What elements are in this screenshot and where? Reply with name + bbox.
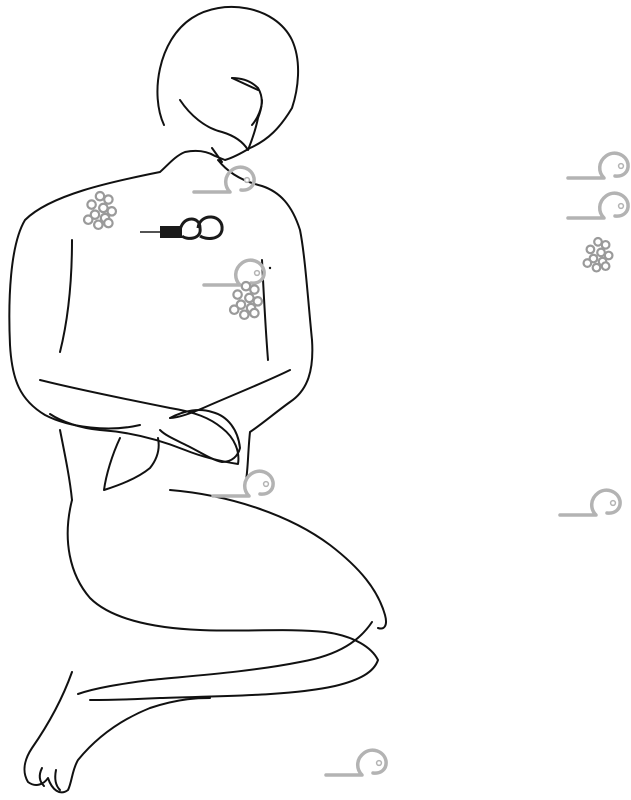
hook-pin-margin-3: [560, 490, 620, 515]
clip-device-chest: [140, 217, 222, 239]
head-and-back-outline: [9, 7, 298, 428]
torso-right-hip: [246, 340, 312, 480]
toe-detail: [40, 768, 60, 790]
torso-left-hip: [60, 430, 72, 500]
hook-pin-lap: [213, 471, 273, 496]
ring-cluster-chest: [230, 282, 262, 319]
thigh-top: [170, 490, 386, 628]
forearm-upper: [40, 380, 238, 464]
lower-hand: [104, 438, 159, 490]
markers-layer: [84, 153, 628, 775]
ring-cluster-shoulder: [84, 192, 116, 229]
ring-cluster-margin: [584, 238, 613, 271]
torso-left-line: [60, 240, 72, 352]
hook-pin-margin-1: [568, 153, 628, 178]
human-figure: [9, 7, 386, 792]
ink-speck: [269, 267, 271, 269]
feet: [25, 672, 210, 792]
jaw-line: [232, 78, 262, 125]
face-profile: [180, 78, 262, 150]
hook-pin-chest: [204, 260, 264, 285]
hook-pin-neck: [194, 167, 254, 192]
thigh-bottom: [68, 500, 378, 700]
hook-pin-floor: [326, 750, 386, 775]
hook-pin-margin-2: [568, 193, 628, 218]
